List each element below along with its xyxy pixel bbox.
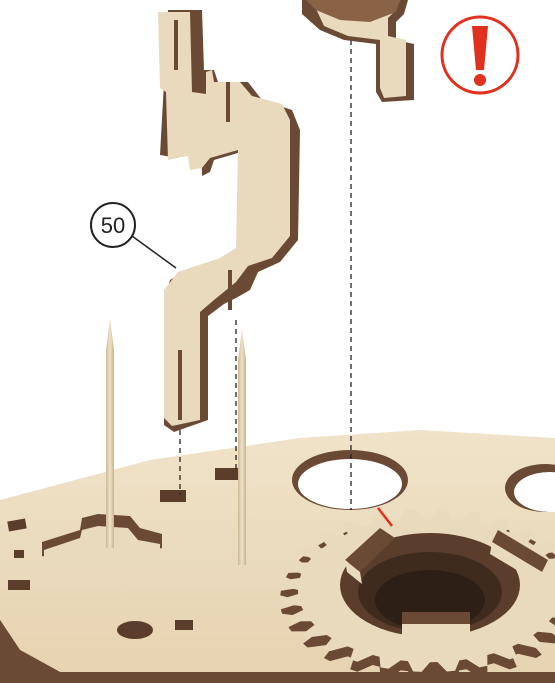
- callout-leader-line: [132, 236, 176, 268]
- part-50: [158, 10, 300, 432]
- notch: [226, 82, 230, 122]
- part-callout: 50: [91, 203, 176, 268]
- peg-left: [106, 318, 114, 548]
- peg-right: [238, 328, 246, 565]
- notch: [228, 270, 232, 310]
- notch: [174, 20, 178, 70]
- slot: [215, 468, 241, 480]
- notch: [178, 350, 182, 420]
- top-attachment-piece: [302, 0, 414, 102]
- slot: [14, 550, 24, 558]
- slot: [175, 620, 193, 630]
- warning-badge: [442, 17, 518, 93]
- slot: [8, 580, 30, 590]
- callout-number: 50: [101, 213, 125, 238]
- slot: [160, 490, 186, 502]
- gear-block: [402, 612, 470, 640]
- base-hole: [117, 621, 153, 639]
